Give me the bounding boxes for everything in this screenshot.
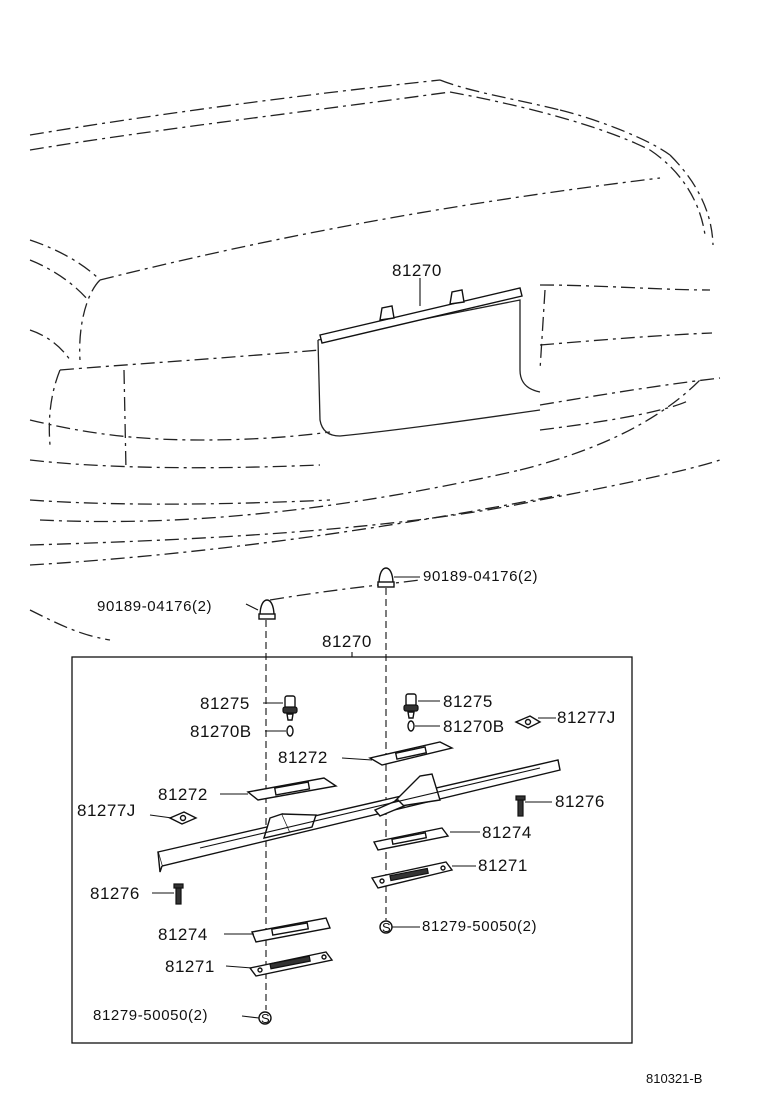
callout-socket-left: 81275 (200, 694, 250, 713)
license-light-on-car (319, 278, 523, 344)
callout-screw-s-right: 81279-50050(2) (422, 918, 537, 935)
socket-left (282, 695, 298, 721)
cover-left (248, 951, 334, 977)
lens-right (372, 827, 450, 851)
callout-gasket-left: 81272 (158, 785, 208, 804)
bulb-right (407, 720, 415, 732)
callout-socket-right: 81275 (443, 692, 493, 711)
cover-right (370, 861, 454, 889)
nut-left (258, 599, 276, 620)
callout-bulb-left: 81270B (190, 722, 252, 741)
s-mark-right: S (382, 920, 391, 935)
callout-cover-left: 81271 (165, 957, 215, 976)
callout-lens-left: 81274 (158, 925, 208, 944)
screw-s-left: S (258, 1011, 272, 1026)
callout-gasket-right: 81272 (278, 748, 328, 767)
callout-clip-right: 81277J (557, 708, 616, 727)
bulb-left (286, 725, 294, 737)
callout-lens-right: 81274 (482, 823, 532, 842)
screw-right (515, 795, 526, 817)
clip-right (514, 715, 542, 729)
callout-nut-right: 90189-04176(2) (423, 568, 538, 585)
callout-screw-left: 81276 (90, 884, 140, 903)
screw-left (173, 883, 184, 905)
callout-bulb-right: 81270B (443, 717, 505, 736)
diagram-reference-code: 810321-B (646, 1071, 702, 1086)
assembly-frame (71, 656, 633, 1044)
car-rear-outline (29, 79, 721, 641)
license-plate-recess (317, 299, 541, 437)
callout-screw-right: 81276 (555, 792, 605, 811)
callout-screw-s-left: 81279-50050(2) (93, 1007, 208, 1024)
callout-assembly-box: 81270 (322, 632, 372, 651)
callout-nut-left: 90189-04176(2) (97, 598, 212, 615)
clip-left (168, 811, 198, 825)
lens-left (251, 917, 331, 943)
nut-right (377, 567, 395, 588)
callout-cover-right: 81271 (478, 856, 528, 875)
callout-clip-left: 81277J (77, 801, 136, 820)
callout-assembly-top: 81270 (392, 261, 442, 280)
license-light-bar (157, 759, 561, 873)
s-mark-left: S (261, 1011, 270, 1026)
gasket-left (246, 777, 338, 801)
gasket-right (368, 741, 455, 766)
screw-s-right: S (379, 920, 393, 935)
socket-right (403, 693, 419, 719)
